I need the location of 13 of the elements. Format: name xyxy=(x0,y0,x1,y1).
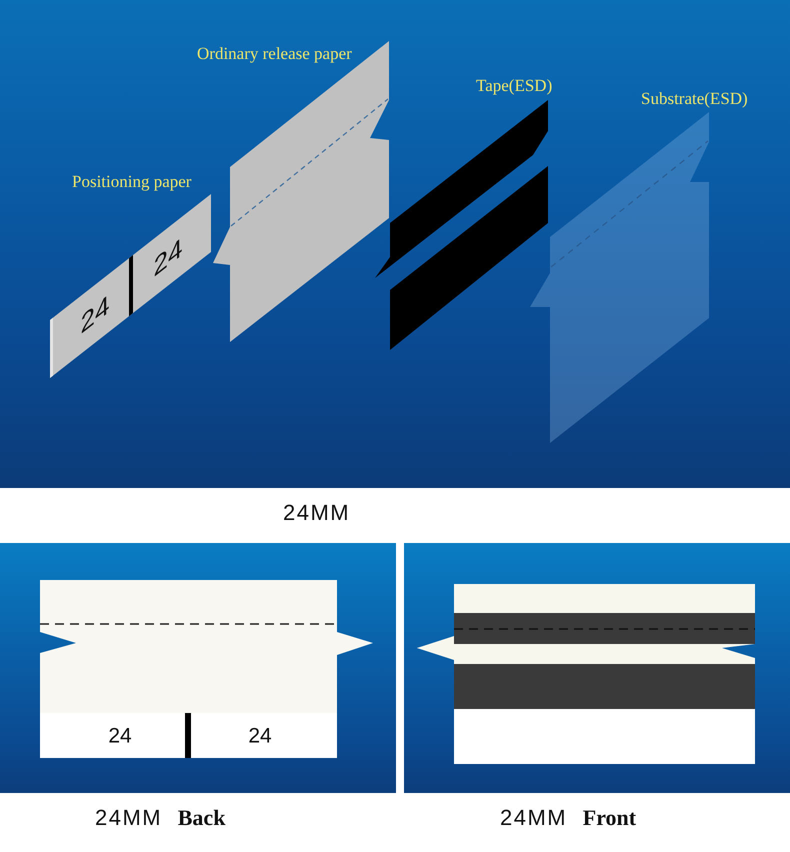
view-caption: 24MM Back xyxy=(95,807,226,829)
view-caption: 24MM Front xyxy=(500,807,636,829)
size-number: 24 xyxy=(248,725,272,746)
size-number: 24 xyxy=(108,725,132,746)
positioning-paper-strip xyxy=(50,194,211,378)
size-number: 24 xyxy=(154,232,182,281)
layer-label: Ordinary release paper xyxy=(197,45,352,62)
view-caption: 24MM xyxy=(283,502,350,524)
positioning-paper-strip xyxy=(40,713,337,758)
layer-label: Substrate(ESD) xyxy=(641,90,748,107)
size-number: 24 xyxy=(80,289,110,338)
layer-label: Positioning paper xyxy=(72,173,192,190)
layer-label: Tape(ESD) xyxy=(476,77,552,94)
